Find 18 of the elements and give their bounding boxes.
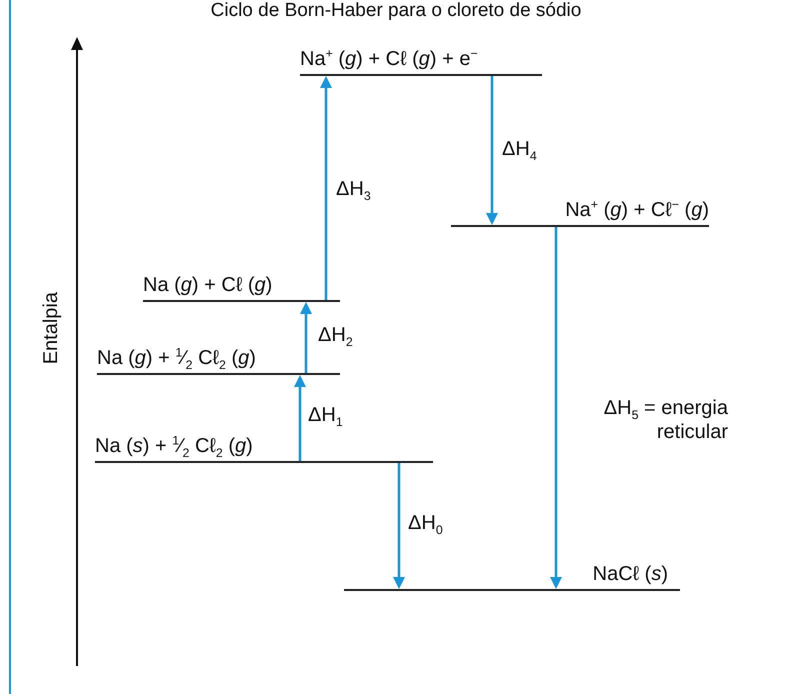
edge-label: ΔH$_{0}$	[408, 511, 443, 535]
title: Ciclo de Born-Haber para o cloreto de sódio	[210, 0, 582, 23]
arrow	[320, 76, 332, 302]
arrow	[486, 76, 498, 225]
energy-level: Na (g) + Cℓ (g)	[143, 266, 340, 302]
energy-level: Na$^{+}$ (g) + Cℓ$^{−}$ (g)	[451, 190, 709, 227]
arrow	[393, 463, 405, 589]
edge-label: ΔH$_{1}$	[308, 403, 343, 427]
energy-level: NaCℓ (s)	[344, 555, 680, 591]
arrow	[294, 375, 306, 463]
edge-label: ΔH$_{3}$	[336, 177, 371, 201]
arrow	[300, 302, 312, 375]
arrow	[550, 227, 562, 589]
axis-label: Entalpia	[41, 292, 61, 364]
energy-level: Na$^{+}$ (g) + Cℓ (g) + e$^{−}$	[300, 40, 542, 76]
edge-label: ΔH$_{5}$ = energia reticular	[602, 396, 728, 444]
edge-label: ΔH$_{4}$	[502, 137, 537, 161]
edge-label: ΔH$_{2}$	[318, 323, 353, 347]
